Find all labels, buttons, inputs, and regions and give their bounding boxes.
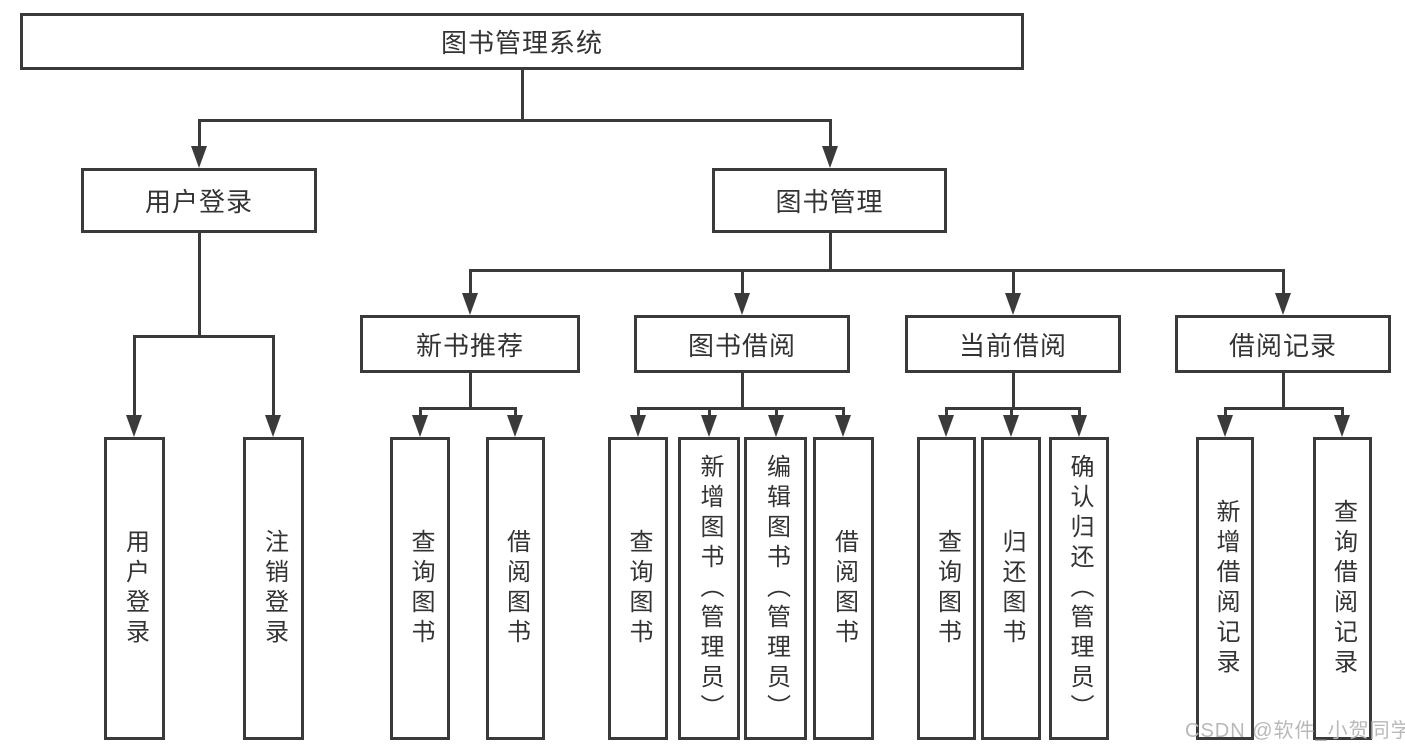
leaf-borrow-books-1-label: 借阅图书 <box>502 528 530 649</box>
arrow-down-icon <box>1071 415 1087 437</box>
arrow-down-icon <box>768 415 784 437</box>
node-borrowing-records: 借阅记录 <box>1175 315 1391 373</box>
connector-vline <box>708 407 711 415</box>
arrow-down-icon <box>507 415 523 437</box>
leaf-confirm-return-admin-label: 确认归还（管理员） <box>1066 453 1093 724</box>
leaf-borrow-books-2: 借阅图书 <box>813 437 874 740</box>
leaf-return-books: 归还图书 <box>981 437 1041 740</box>
arrow-down-icon <box>630 415 646 437</box>
connector-vline <box>469 373 472 410</box>
connector-vline <box>1012 269 1015 293</box>
connector-vline <box>1282 269 1285 293</box>
connector-vline <box>741 269 744 293</box>
connector-vline <box>842 407 845 415</box>
arrow-down-icon <box>412 415 428 437</box>
leaf-add-books-admin-label: 新增图书（管理员） <box>696 453 723 724</box>
csdn-watermark: CSDN @软件_小贺同学 <box>1185 720 1405 742</box>
connector-vline <box>741 373 744 410</box>
connector-vline <box>1078 407 1081 415</box>
node-current-borrowing-label: 当前借阅 <box>958 330 1067 361</box>
leaf-return-books-label: 归还图书 <box>998 528 1025 649</box>
arrow-down-icon <box>1217 415 1233 437</box>
connector-vline <box>198 119 201 148</box>
connector-vline <box>514 407 517 415</box>
arrow-down-icon <box>835 415 851 437</box>
node-new-book-recommend: 新书推荐 <box>360 315 580 373</box>
node-book-management: 图书管理 <box>712 168 947 233</box>
leaf-query-books-3-label: 查询图书 <box>933 528 961 649</box>
connector-vline <box>1282 373 1285 410</box>
connector-hline <box>133 335 274 338</box>
connector-vline <box>637 407 640 415</box>
arrow-down-icon <box>1003 415 1019 437</box>
leaf-logout: 注销登录 <box>243 437 304 740</box>
leaf-query-books-2-label: 查询图书 <box>625 528 652 649</box>
connector-hline <box>469 269 1284 272</box>
leaf-borrow-books-1: 借阅图书 <box>486 437 545 740</box>
node-book-borrowing: 图书借阅 <box>634 315 850 373</box>
leaf-logout-label: 注销登录 <box>260 528 288 649</box>
connector-vline <box>521 69 524 122</box>
node-user-login: 用户登录 <box>81 168 317 233</box>
node-borrowing-records-label: 借阅记录 <box>1228 330 1337 361</box>
arrow-down-icon <box>1005 293 1021 315</box>
arrow-down-icon <box>1334 415 1350 437</box>
leaf-edit-books-admin-label: 编辑图书（管理员） <box>762 453 790 724</box>
arrow-down-icon <box>1275 293 1291 315</box>
connector-vline <box>469 269 472 293</box>
arrow-down-icon <box>462 293 478 315</box>
arrow-down-icon <box>265 415 281 437</box>
connector-vline <box>198 233 201 338</box>
node-book-borrowing-label: 图书借阅 <box>687 330 796 361</box>
connector-vline <box>945 407 948 415</box>
connector-vline <box>1341 407 1344 415</box>
arrow-down-icon <box>126 415 142 437</box>
connector-vline <box>133 335 136 415</box>
arrow-down-icon <box>701 415 717 437</box>
leaf-borrow-books-2-label: 借阅图书 <box>830 528 858 649</box>
leaf-add-borrow-record: 新增借阅记录 <box>1196 437 1254 740</box>
leaf-query-borrow-record-label: 查询借阅记录 <box>1329 498 1357 679</box>
leaf-query-books-2: 查询图书 <box>608 437 668 740</box>
leaf-edit-books-admin: 编辑图书（管理员） <box>744 437 807 740</box>
leaf-add-books-admin: 新增图书（管理员） <box>678 437 740 740</box>
connector-vline <box>1012 373 1015 410</box>
arrow-down-icon <box>734 293 750 315</box>
connector-hline <box>1224 407 1343 410</box>
leaf-query-books-1: 查询图书 <box>390 437 450 740</box>
connector-vline <box>1224 407 1227 415</box>
leaf-confirm-return-admin: 确认归还（管理员） <box>1049 437 1109 740</box>
leaf-query-books-1-label: 查询图书 <box>407 528 434 649</box>
connector-vline <box>1010 407 1013 415</box>
leaf-add-borrow-record-label: 新增借阅记录 <box>1212 498 1239 679</box>
node-new-book-recommend-label: 新书推荐 <box>415 330 524 361</box>
connector-hline <box>637 407 844 410</box>
node-book-management-label: 图书管理 <box>775 187 884 217</box>
connector-hline <box>419 407 516 410</box>
connector-vline <box>775 407 778 415</box>
node-user-login-label: 用户登录 <box>144 187 253 217</box>
connector-vline <box>829 119 832 148</box>
node-library-system-label: 图书管理系统 <box>440 28 603 58</box>
connector-hline <box>198 119 831 122</box>
leaf-query-borrow-record: 查询借阅记录 <box>1313 437 1372 740</box>
leaf-query-books-3: 查询图书 <box>917 437 976 740</box>
leaf-user-login: 用户登录 <box>104 437 165 740</box>
connector-vline <box>829 233 832 272</box>
node-library-system: 图书管理系统 <box>20 13 1024 70</box>
arrow-down-icon <box>191 146 207 168</box>
connector-vline <box>272 335 275 415</box>
leaf-user-login-label: 用户登录 <box>121 528 149 649</box>
node-current-borrowing: 当前借阅 <box>905 315 1121 373</box>
arrow-down-icon <box>822 146 838 168</box>
arrow-down-icon <box>938 415 954 437</box>
connector-vline <box>419 407 422 415</box>
